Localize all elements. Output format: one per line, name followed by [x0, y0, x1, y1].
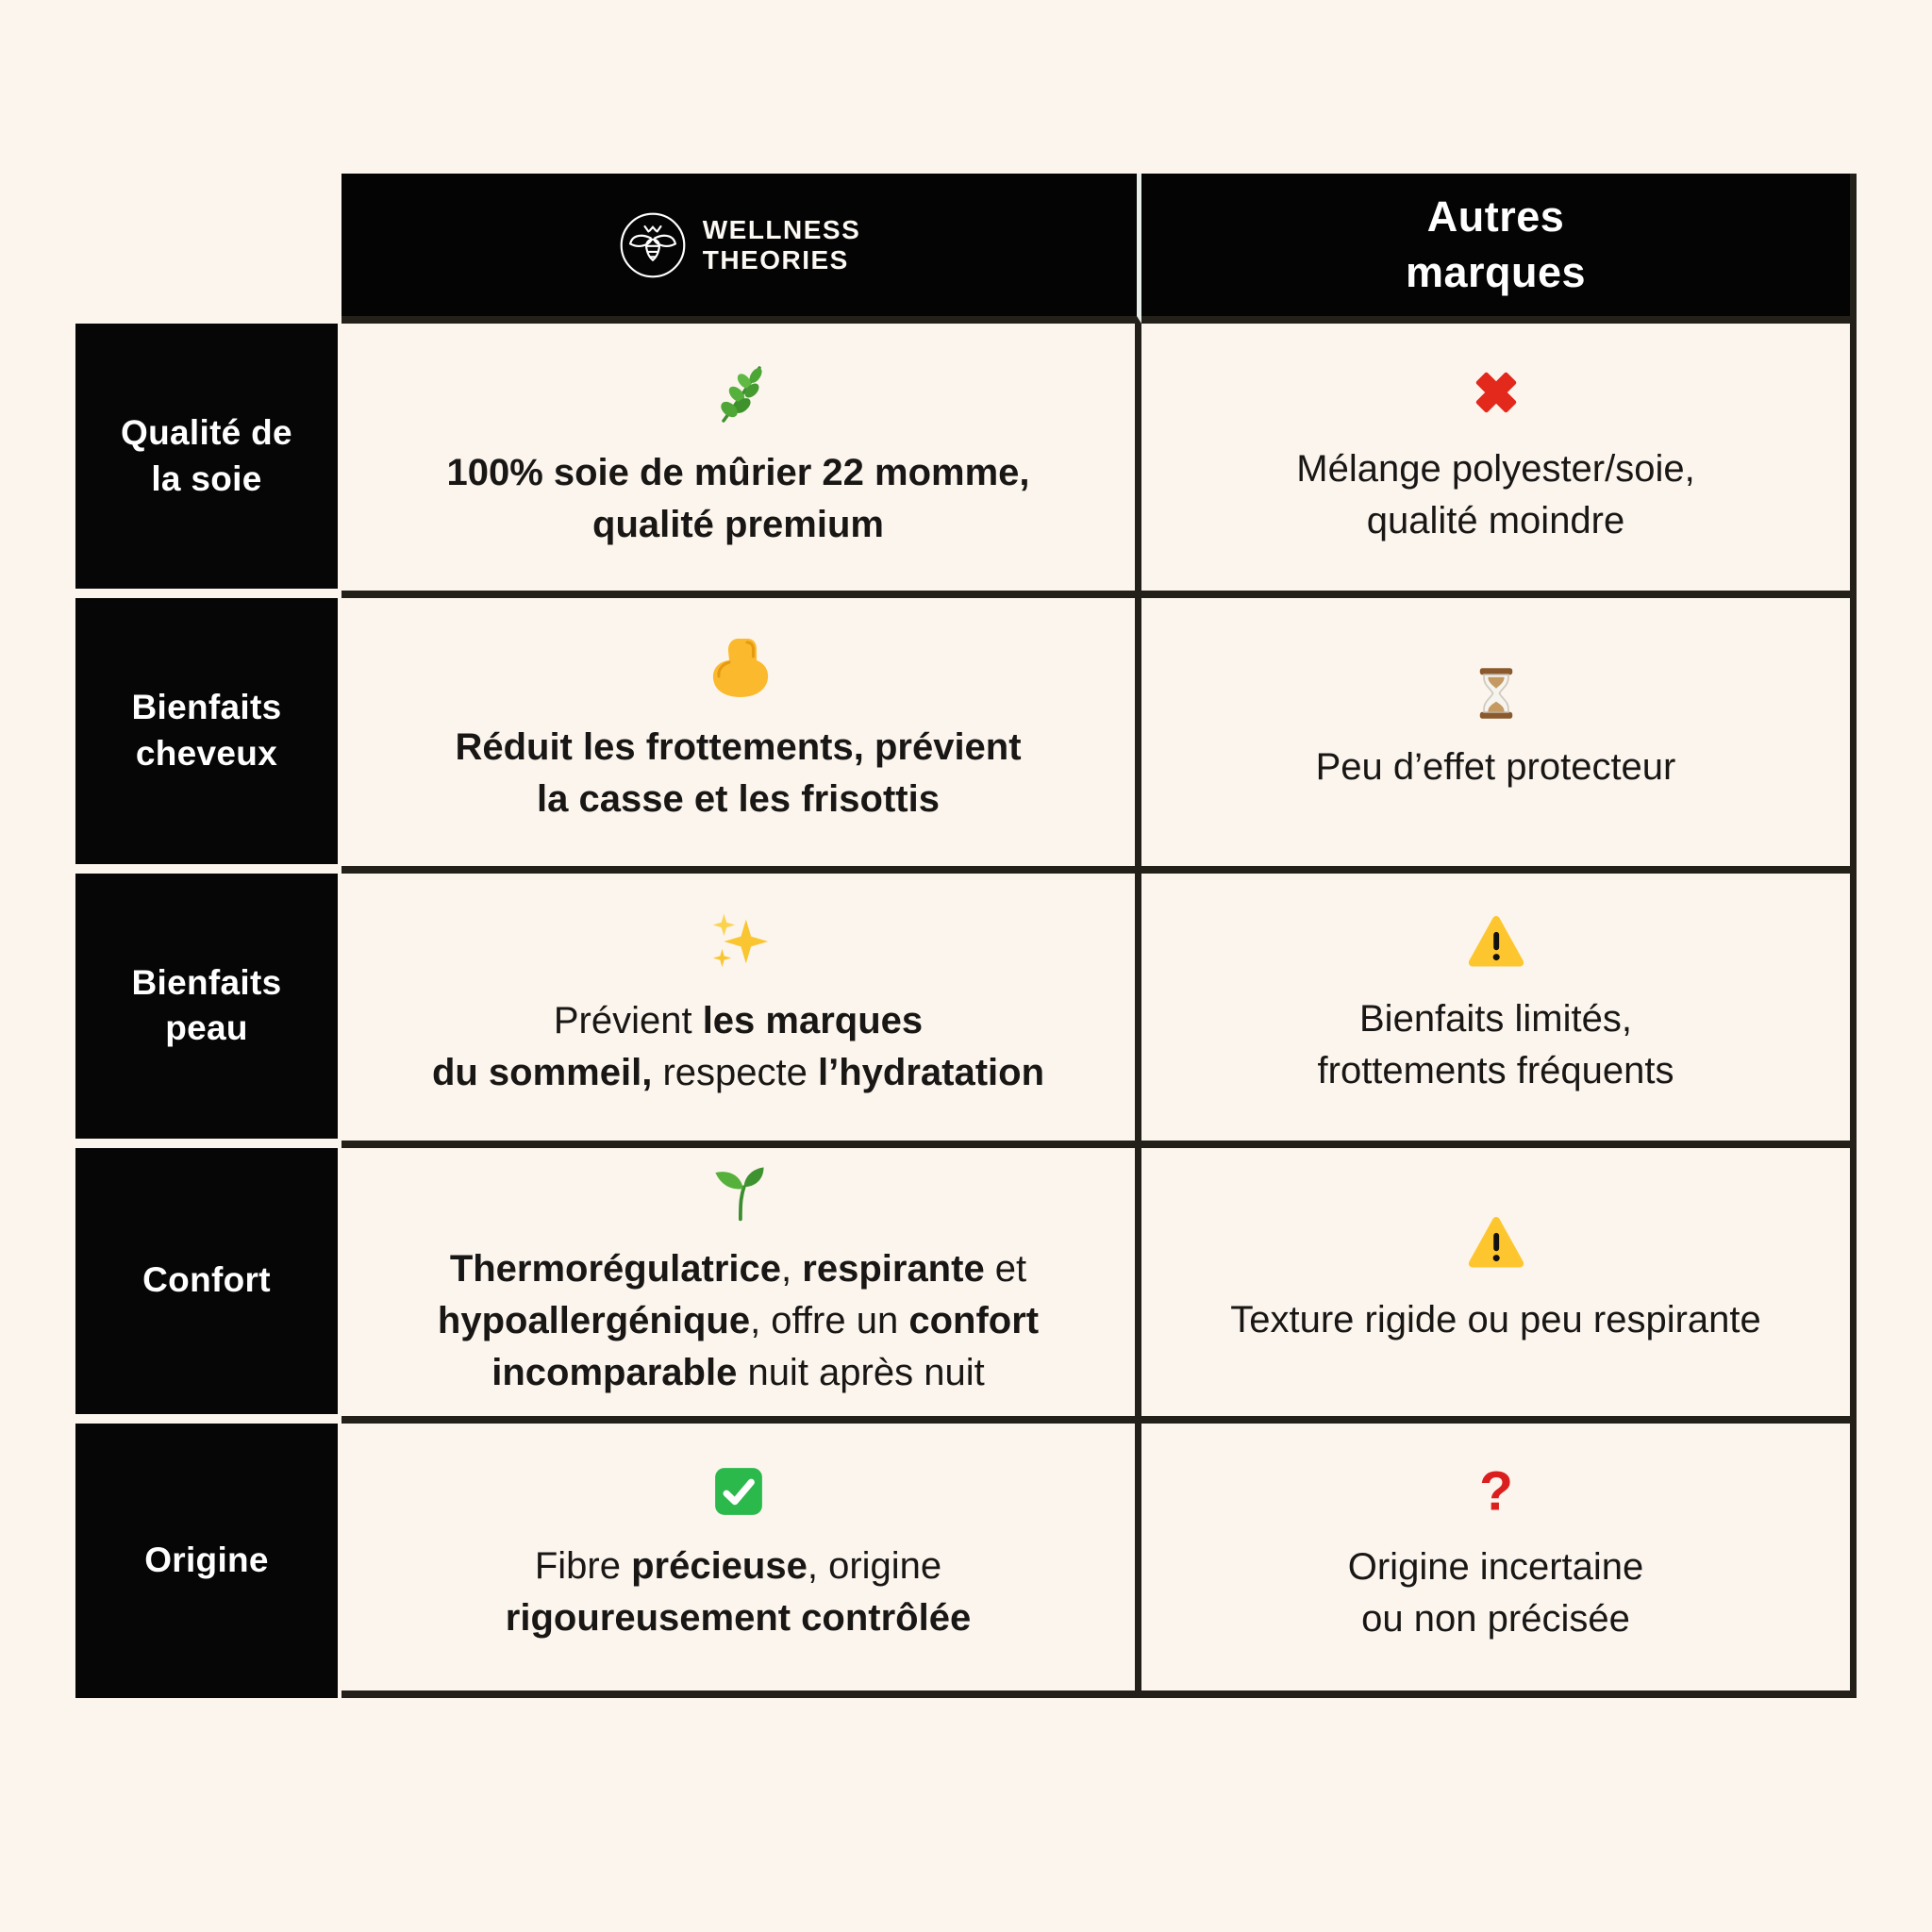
cell-text: Texture rigide ou peu respirante [1230, 1299, 1761, 1341]
row-label-origine: Origine [75, 1423, 338, 1698]
others-cell-bienfaits-cheveux: Peu d’effet protecteur [1141, 598, 1857, 874]
cross-mark-icon [1464, 360, 1528, 425]
row-label-confort: Confort [75, 1148, 338, 1414]
svg-text:?: ? [1479, 1460, 1513, 1522]
brand-cell-bienfaits-peau: Prévient les marques du sommeil, respect… [341, 873, 1141, 1149]
cell-text: Fibre précieuse, origine rigoureusement … [505, 1545, 972, 1640]
flexed-biceps-icon [703, 631, 774, 703]
header-others-cell: Autres marques [1141, 174, 1857, 324]
brand-name-line2: THEORIES [702, 244, 849, 275]
others-column-label: Autres marques [1405, 192, 1587, 296]
hourglass-icon [1467, 664, 1525, 723]
sparkles-icon [704, 907, 774, 976]
cell-text: 100% soie de mûrier 22 momme, qualité pr… [446, 451, 1030, 545]
seedling-icon [705, 1157, 773, 1224]
brand-cell-bienfaits-cheveux: Réduit les frottements, prévient la cass… [341, 598, 1141, 874]
cell-text: Prévient les marques du sommeil, respect… [431, 1000, 1045, 1094]
cell-text: Thermorégulatrice, respirante et hypoall… [437, 1248, 1040, 1394]
herb-icon [703, 357, 774, 428]
brand-cell-confort: Thermorégulatrice, respirante et hypoall… [341, 1148, 1141, 1424]
cell-text: Origine incertaine ou non précisée [1347, 1546, 1644, 1641]
red-question-mark-icon: ? [1465, 1460, 1527, 1523]
bee-icon [618, 210, 688, 280]
others-cell-bienfaits-peau: Bienfaits limités, frottements fréquents [1141, 873, 1857, 1149]
row-label-qualite-de-la-soie: Qualité de la soie [75, 324, 338, 590]
cell-text: Réduit les frottements, prévient la cass… [455, 725, 1022, 821]
warning-icon [1463, 908, 1529, 974]
cell-text: Bienfaits limités, frottements fréquents [1317, 998, 1674, 1092]
header-spacer [75, 174, 341, 324]
check-mark-button-icon [708, 1461, 769, 1522]
warning-icon [1463, 1209, 1529, 1275]
row-label-bienfaits-peau: Bienfaits peau [75, 873, 338, 1140]
brand-name-line1: WELLNESS [702, 215, 861, 245]
cell-text: Mélange polyester/soie, qualité moindre [1296, 447, 1695, 541]
row-label-bienfaits-cheveux: Bienfaits cheveux [75, 598, 338, 864]
cell-text: Peu d’effet protecteur [1315, 745, 1676, 788]
others-cell-origine: ? Origine incertaine ou non précisée [1141, 1423, 1857, 1698]
others-cell-qualite-de-la-soie: Mélange polyester/soie, qualité moindre [1141, 324, 1857, 599]
others-cell-confort: Texture rigide ou peu respirante [1141, 1148, 1857, 1424]
brand-cell-origine: Fibre précieuse, origine rigoureusement … [341, 1423, 1141, 1698]
brand-cell-qualite-de-la-soie: 100% soie de mûrier 22 momme, qualité pr… [341, 324, 1141, 599]
